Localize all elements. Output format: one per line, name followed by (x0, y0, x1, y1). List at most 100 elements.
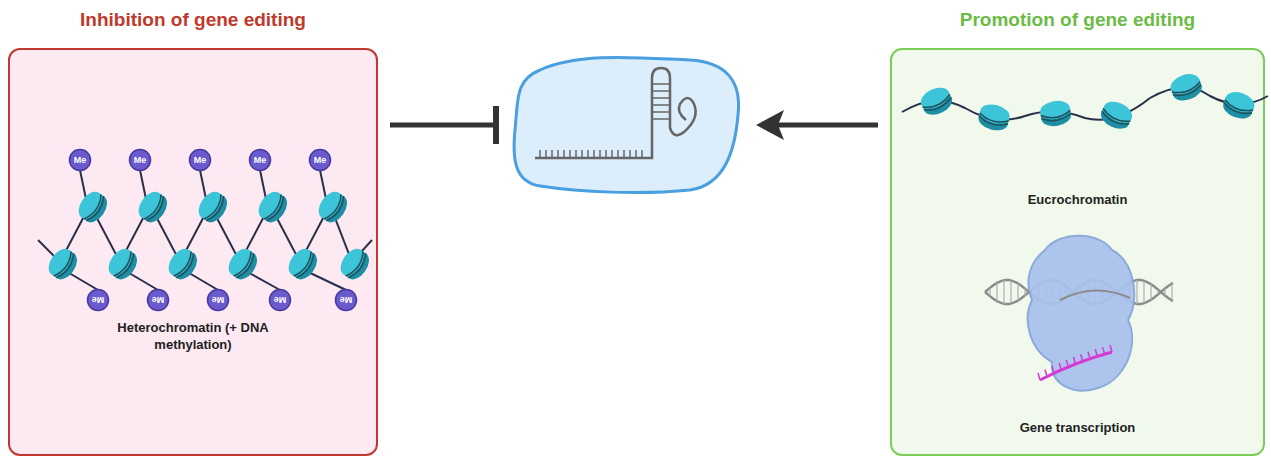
methyl-label: Me (88, 290, 108, 310)
figure-stroke (1074, 357, 1076, 364)
figure-stroke (1136, 280, 1137, 304)
figure-stroke (978, 101, 1012, 126)
figure-stroke (80, 170, 86, 199)
figure-stroke (652, 97, 670, 99)
nucleosome (224, 245, 262, 284)
figure-stroke (116, 253, 137, 280)
figure-stroke (1038, 373, 1040, 380)
methyl-mark (130, 150, 151, 171)
figure-stroke (264, 194, 285, 221)
methyl-mark (336, 290, 357, 311)
figure-stroke (1143, 281, 1144, 303)
figure-stroke (174, 251, 195, 278)
figure-stroke (1066, 360, 1068, 367)
figure-stroke (581, 150, 583, 158)
figure-stroke (652, 111, 670, 113)
methyl-label: Me (148, 290, 168, 310)
methyl-label: Me (270, 290, 290, 310)
figure-stroke (348, 253, 369, 280)
nucleosome (44, 245, 82, 284)
figure-stroke (1052, 366, 1054, 373)
figure-stroke (1045, 370, 1047, 377)
figure-stroke (204, 194, 225, 221)
figure-stroke (56, 253, 77, 280)
figure-stroke (114, 251, 135, 278)
figure-stroke (545, 150, 547, 158)
figure-stroke (146, 196, 167, 223)
figure-stroke (575, 150, 577, 158)
figure-stroke (1222, 103, 1252, 117)
methyl-label: Me (336, 290, 356, 310)
methyl-label: Me (190, 150, 210, 170)
figure-stroke (1059, 363, 1061, 370)
figure-stroke (1164, 289, 1165, 296)
figure-stroke (1003, 280, 1004, 303)
figure-stroke (144, 194, 165, 221)
methyl-mark (148, 290, 169, 311)
chromatin-label: Heterochromatin (+ DNA methylation) (93, 320, 293, 354)
figure-stroke (641, 150, 643, 158)
figure-stroke (1157, 290, 1158, 295)
nucleosome (134, 188, 172, 227)
figure-stroke (176, 253, 197, 280)
figure-stroke (1017, 284, 1018, 301)
figure-stroke (587, 150, 589, 158)
figure-stroke (1024, 289, 1025, 296)
figure-stroke (1173, 85, 1203, 99)
nucleosome (104, 245, 142, 284)
process-label: Gene transcription (870, 420, 1271, 437)
nucleosome (284, 245, 322, 284)
methyl-mark (310, 150, 331, 171)
figure-stroke (1171, 284, 1172, 301)
figure-stroke (1088, 352, 1090, 359)
heterochromatin-figure (38, 150, 374, 311)
nucleosome (164, 245, 202, 284)
nucleosome (1168, 70, 1205, 104)
figure-stroke (1150, 284, 1151, 300)
figure-stroke (1081, 354, 1083, 361)
methyl-label: Me (70, 150, 90, 170)
figure-stroke (569, 150, 571, 158)
figure-stroke (326, 196, 347, 223)
nucleosome (1039, 99, 1073, 129)
figure-stroke (652, 104, 670, 106)
figure-stroke (652, 118, 670, 120)
figure-stroke (611, 150, 613, 158)
methyl-mark (70, 150, 91, 171)
figure-stroke (1101, 98, 1136, 127)
figure-stroke (1041, 113, 1071, 123)
figure-stroke (978, 116, 1008, 128)
figure-stroke (1060, 290, 1130, 300)
figure-stroke (266, 196, 287, 223)
cas9-protein (514, 57, 739, 192)
figure-stroke (1041, 110, 1071, 120)
figure-stroke (635, 150, 637, 158)
figure-stroke (551, 150, 553, 158)
figure-stroke (617, 150, 619, 158)
methyl-mark (88, 290, 109, 311)
euchromatin-figure (902, 70, 1268, 133)
nucleosome (1220, 88, 1257, 122)
figure-stroke (1168, 70, 1202, 97)
arrow-head (756, 110, 784, 140)
figure-stroke (563, 150, 565, 158)
inhibition-line (390, 123, 494, 128)
figure-stroke (320, 170, 326, 199)
figure-stroke (260, 170, 266, 199)
figure-stroke (1095, 349, 1097, 356)
methyl-mark (270, 290, 291, 311)
dna-strand (902, 87, 1268, 119)
nucleosome (1098, 98, 1136, 133)
promotion-line (778, 123, 878, 128)
figure-stroke (1100, 111, 1129, 128)
figure-stroke (652, 90, 670, 92)
rna-transcript (1040, 352, 1112, 380)
figure-stroke (924, 97, 953, 114)
nucleosome (918, 84, 956, 119)
figure-stroke (1103, 347, 1105, 354)
nucleosome (976, 101, 1011, 133)
figure-stroke (236, 253, 257, 280)
figure-stroke (206, 196, 227, 223)
nucleosome (336, 245, 374, 284)
